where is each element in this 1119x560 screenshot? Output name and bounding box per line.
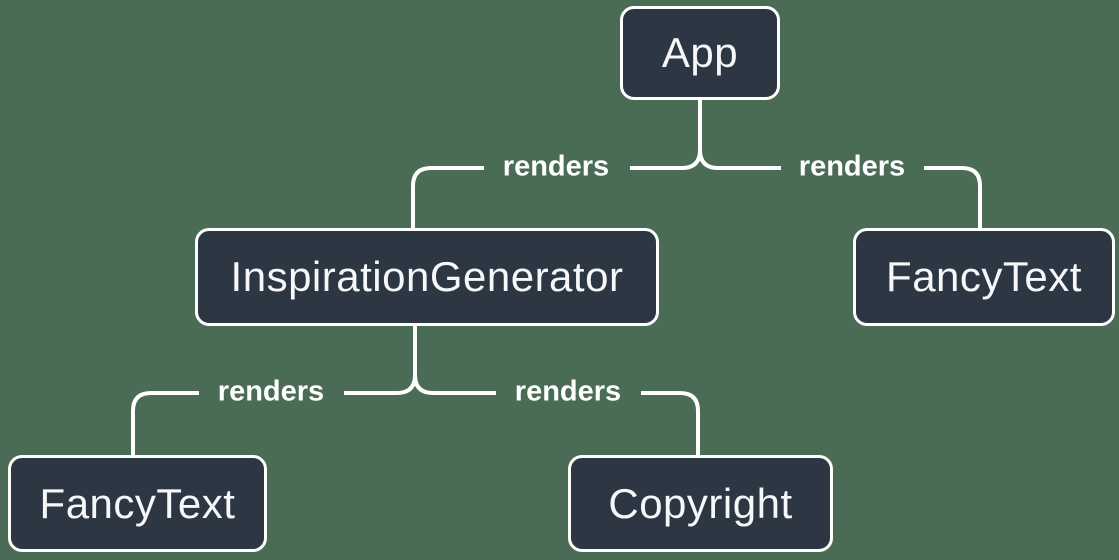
node-inspiration-generator-label: InspirationGenerator — [230, 253, 624, 300]
node-inspiration-generator: InspirationGenerator — [195, 228, 659, 326]
node-app: App — [620, 6, 780, 100]
node-copyright: Copyright — [568, 455, 833, 552]
node-fancy-text-top-label: FancyText — [886, 253, 1082, 300]
node-copyright-label: Copyright — [608, 479, 793, 527]
edge-label-renders-app-inspirationgenerator: renders — [502, 150, 610, 183]
edge-label-renders-inspirationgenerator-fancytext: renders — [217, 375, 325, 408]
node-fancy-text-bottom: FancyText — [8, 455, 267, 552]
edge-label-renders-inspirationgenerator-copyright: renders — [514, 375, 622, 408]
node-app-label: App — [661, 29, 739, 76]
node-fancy-text-top: FancyText — [853, 228, 1115, 326]
edge-inspirationgenerator-to-copyright — [413, 374, 700, 455]
node-fancy-text-bottom-label: FancyText — [39, 479, 236, 527]
edge-label-renders-app-fancytext: renders — [798, 150, 906, 183]
edge-app-to-fancytext-top — [698, 149, 982, 228]
